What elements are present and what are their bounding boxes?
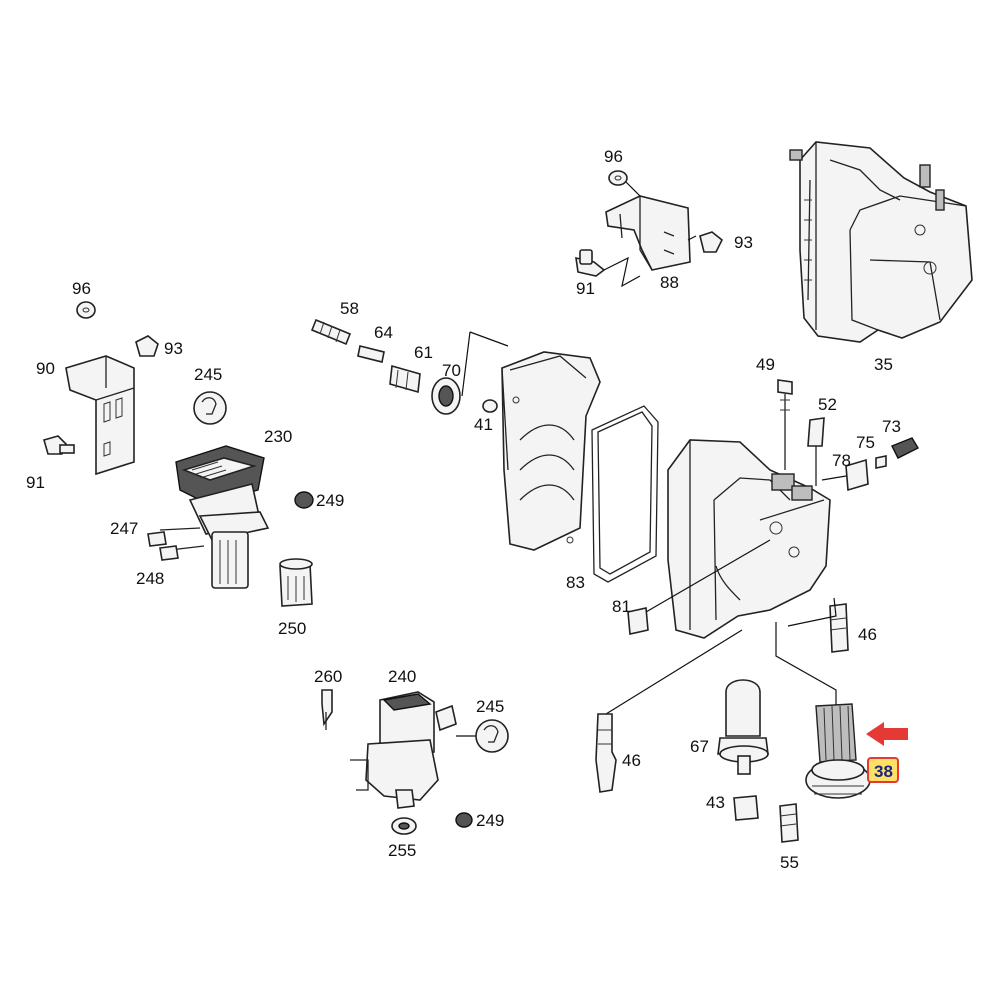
label-247: 247 (110, 519, 138, 538)
highlight-label: 38 (874, 762, 893, 781)
label-73: 73 (882, 417, 901, 436)
part-labels: 96 93 91 88 35 96 93 90 91 245 230 249 2… (26, 147, 901, 872)
label-90: 90 (36, 359, 55, 378)
label-91-left: 91 (26, 473, 45, 492)
label-245-top: 245 (194, 365, 222, 384)
label-49: 49 (756, 355, 775, 374)
label-96-left: 96 (72, 279, 91, 298)
label-75: 75 (856, 433, 875, 452)
label-35: 35 (874, 355, 893, 374)
highlight-box (867, 757, 899, 783)
label-248: 248 (136, 569, 164, 588)
label-91-top: 91 (576, 279, 595, 298)
lower-parts (595, 679, 871, 843)
label-81: 81 (612, 597, 631, 616)
label-255: 255 (388, 841, 416, 860)
module-35 (789, 141, 973, 343)
label-67: 67 (690, 737, 709, 756)
highlight-callout: 38 (866, 722, 908, 783)
label-64: 64 (374, 323, 393, 342)
bracket-assembly-left (43, 301, 159, 476)
valve-assembly-240 (321, 689, 509, 835)
label-249-bottom: 249 (476, 811, 504, 830)
main-housing (605, 379, 919, 715)
red-arrow-icon (866, 722, 908, 746)
label-46-right: 46 (858, 625, 877, 644)
label-52: 52 (818, 395, 837, 414)
label-250: 250 (278, 619, 306, 638)
label-245-bottom: 245 (476, 697, 504, 716)
label-96-top: 96 (604, 147, 623, 166)
label-43: 43 (706, 793, 725, 812)
label-249-top: 249 (316, 491, 344, 510)
label-88: 88 (660, 273, 679, 292)
label-240: 240 (388, 667, 416, 686)
label-83: 83 (566, 573, 585, 592)
bracket-assembly-top (575, 170, 724, 288)
label-41: 41 (474, 415, 493, 434)
label-46-bottom: 46 (622, 751, 641, 770)
label-58: 58 (340, 299, 359, 318)
fittings-58-70 (310, 318, 509, 415)
label-93-left: 93 (164, 339, 183, 358)
label-78: 78 (832, 451, 851, 470)
label-55: 55 (780, 853, 799, 872)
label-230: 230 (264, 427, 292, 446)
label-260: 260 (314, 667, 342, 686)
label-70: 70 (442, 361, 461, 380)
control-unit-230 (147, 391, 314, 607)
label-93-top: 93 (734, 233, 753, 252)
label-61: 61 (414, 343, 433, 362)
cover-plate (501, 351, 659, 583)
